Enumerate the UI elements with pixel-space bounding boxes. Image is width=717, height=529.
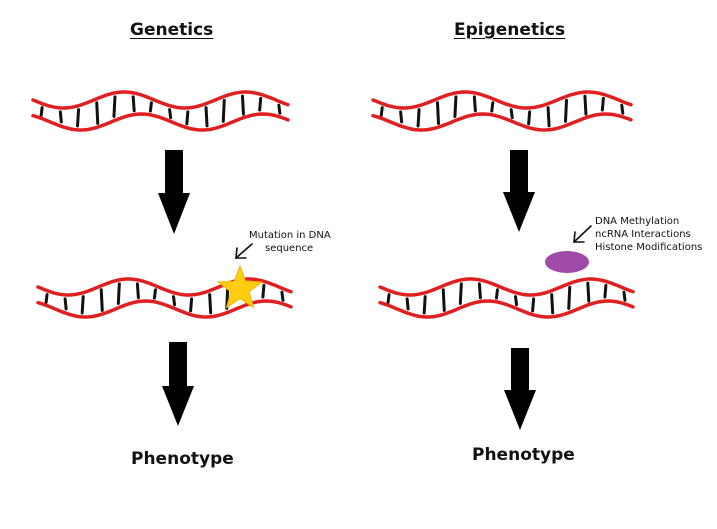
- epigenetics-heading: Epigenetics: [454, 20, 566, 40]
- base-pair: [583, 94, 588, 116]
- base-pair: [622, 290, 627, 302]
- mutation-annotation-line-1: Mutation in DNA: [249, 230, 331, 241]
- dna-backbone-upper: [371, 90, 633, 110]
- base-pair: [261, 283, 266, 299]
- dna-backbone-lower: [31, 112, 290, 132]
- base-pair: [152, 288, 157, 300]
- base-pair: [490, 101, 495, 113]
- base-pair: [416, 108, 421, 128]
- base-pair: [527, 110, 532, 126]
- epigenetic-annotation: DNA Methylation ncRNA Interactions Histo…: [595, 215, 702, 254]
- base-pair: [39, 106, 44, 118]
- dna-backbone-upper: [31, 90, 290, 110]
- base-pair: [63, 297, 68, 311]
- base-pair: [76, 108, 81, 128]
- base-pair: [99, 288, 104, 312]
- base-pair: [168, 108, 173, 120]
- genetics-dna-strand-top: [31, 90, 290, 132]
- base-pair: [189, 297, 194, 313]
- base-pair: [564, 98, 568, 123]
- base-pair: [546, 106, 551, 128]
- genetics-heading: Genetics: [130, 20, 214, 40]
- mutation-star-icon: [216, 264, 264, 309]
- base-pair: [494, 288, 499, 300]
- base-pair: [386, 293, 391, 305]
- base-pair: [208, 293, 213, 315]
- base-pair: [379, 106, 384, 118]
- base-pair: [514, 295, 519, 307]
- base-pair: [258, 96, 263, 112]
- base-pair: [567, 285, 572, 310]
- dna-backbone-upper: [378, 277, 635, 297]
- genetics-phenotype-label: Phenotype: [131, 449, 234, 469]
- epigenetic-annotation-line-3: Histone Modifications: [595, 242, 703, 253]
- epigenetics-dna-strand-top: [371, 90, 633, 132]
- epigenetics-arrow-down-1: [503, 150, 535, 232]
- base-pair: [600, 96, 605, 112]
- base-pair: [148, 101, 153, 113]
- base-pair: [277, 103, 282, 115]
- epigenetic-mark-icon: [545, 251, 589, 273]
- base-pair: [586, 281, 591, 303]
- epigenetic-pointer-icon: [573, 225, 592, 243]
- base-pair: [458, 282, 463, 305]
- base-pair: [620, 103, 625, 115]
- epigenetics-arrow-down-2: [504, 348, 536, 430]
- base-pair: [58, 110, 63, 124]
- base-pair: [550, 293, 555, 315]
- base-pair: [172, 295, 177, 307]
- base-pair: [405, 297, 410, 311]
- genetics-arrow-down-1: [158, 150, 190, 234]
- base-pair: [185, 110, 190, 126]
- dna-backbone-upper: [36, 277, 293, 297]
- dna-backbone-lower: [378, 299, 635, 319]
- epigenetics-phenotype-label: Phenotype: [472, 445, 575, 465]
- mutation-annotation: Mutation in DNA sequence: [249, 229, 331, 255]
- base-pair: [116, 282, 121, 305]
- base-pair: [80, 295, 85, 315]
- mutation-annotation-line-2: sequence: [265, 243, 314, 254]
- mutation-pointer-icon: [235, 243, 253, 259]
- base-pair: [603, 283, 608, 299]
- base-pair: [441, 288, 446, 312]
- genetics-arrow-down-2: [162, 342, 194, 426]
- base-pair: [240, 94, 245, 116]
- base-pair: [399, 110, 404, 124]
- base-pair: [477, 282, 482, 300]
- epigenetics-dna-strand-modified: [378, 277, 635, 319]
- dna-backbone-lower: [36, 299, 293, 319]
- base-pair: [135, 282, 140, 300]
- epigenetic-annotation-line-2: ncRNA Interactions: [595, 229, 691, 240]
- base-pair: [112, 95, 117, 118]
- dna-backbone-lower: [371, 112, 633, 132]
- base-pair: [204, 106, 209, 128]
- base-pair: [131, 95, 136, 113]
- base-pair: [221, 98, 226, 123]
- base-pair: [422, 295, 427, 315]
- base-pair: [95, 101, 100, 125]
- base-pair: [509, 108, 514, 120]
- base-pair: [472, 95, 477, 113]
- base-pair: [280, 290, 285, 302]
- base-pair: [453, 95, 458, 118]
- epigenetic-annotation-line-1: DNA Methylation: [595, 216, 680, 227]
- base-pair: [531, 297, 536, 313]
- genetics-dna-strand-mutated: [36, 277, 293, 319]
- base-pair: [44, 293, 49, 305]
- base-pair: [436, 101, 440, 125]
